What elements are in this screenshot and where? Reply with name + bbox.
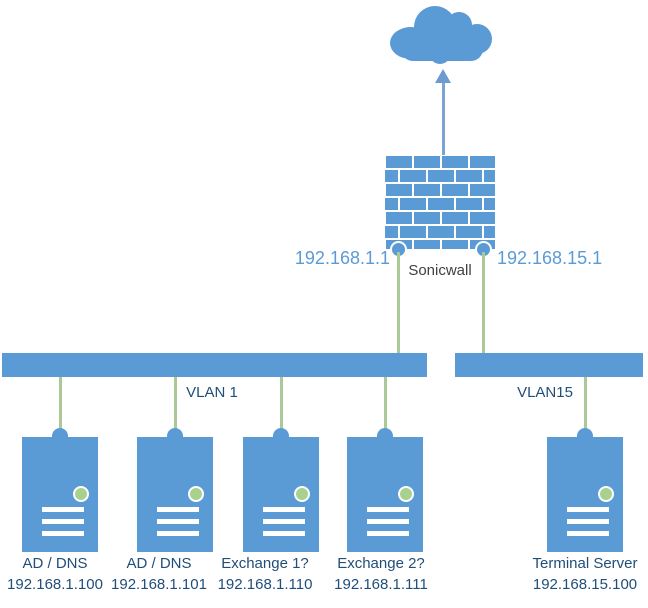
server-5-port-dot [577, 428, 593, 438]
server-5-label: Terminal Server 192.168.15.100 [515, 553, 648, 595]
server-led-icon [398, 486, 414, 502]
internet-cloud-icon [390, 6, 492, 64]
server-4-label: Exchange 2? 192.168.1.111 [311, 553, 451, 595]
firewall-left-ip-label: 192.168.1.1 [294, 248, 390, 268]
server-vent [157, 507, 199, 512]
server-name: Terminal Server [532, 555, 638, 572]
vlan15-switch-bar [455, 353, 643, 377]
server-1-label: AD / DNS 192.168.1.100 [0, 553, 125, 595]
server-vent [157, 531, 199, 536]
firewall-port-dot-right [477, 243, 490, 256]
server-ip: 192.168.1.110 [217, 576, 313, 593]
server-led-icon [598, 486, 614, 502]
server-vent [263, 507, 305, 512]
connector-firewall-vlan15 [482, 252, 485, 353]
vlan1-label: VLAN 1 [186, 384, 238, 401]
server-1-port-dot [52, 428, 68, 438]
firewall-right-ip-label: 192.168.15.1 [497, 248, 603, 268]
server-vent [42, 531, 84, 536]
vlan15-label: VLAN15 [517, 384, 573, 401]
firewall-brickwall-icon [385, 155, 495, 249]
server-vent [567, 519, 609, 524]
server-vent [367, 531, 409, 536]
server-led-icon [188, 486, 204, 502]
firewall-name-label: Sonicwall [408, 262, 472, 279]
server-vent [42, 507, 84, 512]
server-led-icon [73, 486, 89, 502]
vlan1-switch-bar [2, 353, 427, 377]
connector-server-1 [59, 377, 62, 429]
server-3-icon [243, 437, 319, 552]
server-name: Exchange 1? [221, 555, 309, 572]
server-vent [567, 531, 609, 536]
server-vent [567, 507, 609, 512]
connector-firewall-vlan1 [397, 252, 400, 353]
uplink-arrow-head-icon [435, 69, 451, 83]
server-vent [42, 519, 84, 524]
server-name: Exchange 2? [337, 555, 425, 572]
server-5-icon [547, 437, 623, 552]
connector-server-2 [174, 377, 177, 429]
server-name: AD / DNS [126, 555, 192, 572]
connector-server-3 [280, 377, 283, 429]
uplink-arrow-shaft [442, 82, 445, 155]
server-led-icon [294, 486, 310, 502]
server-4-icon [347, 437, 423, 552]
server-vent [367, 519, 409, 524]
server-vent [263, 531, 305, 536]
connector-server-5 [584, 377, 587, 429]
server-ip: 192.168.1.111 [334, 576, 428, 593]
server-vent [367, 507, 409, 512]
server-name: AD / DNS [22, 555, 88, 572]
server-ip: 192.168.15.100 [532, 576, 638, 593]
server-ip: 192.168.1.101 [111, 576, 207, 593]
server-4-port-dot [377, 428, 393, 438]
server-2-port-dot [167, 428, 183, 438]
server-vent [263, 519, 305, 524]
server-vent [157, 519, 199, 524]
firewall-port-dot-left [392, 243, 405, 256]
connector-server-4 [384, 377, 387, 429]
server-3-label: Exchange 1? 192.168.1.110 [195, 553, 335, 595]
server-3-port-dot [273, 428, 289, 438]
server-2-icon [137, 437, 213, 552]
server-1-icon [22, 437, 98, 552]
server-2-label: AD / DNS 192.168.1.101 [89, 553, 229, 595]
server-ip: 192.168.1.100 [7, 576, 103, 593]
